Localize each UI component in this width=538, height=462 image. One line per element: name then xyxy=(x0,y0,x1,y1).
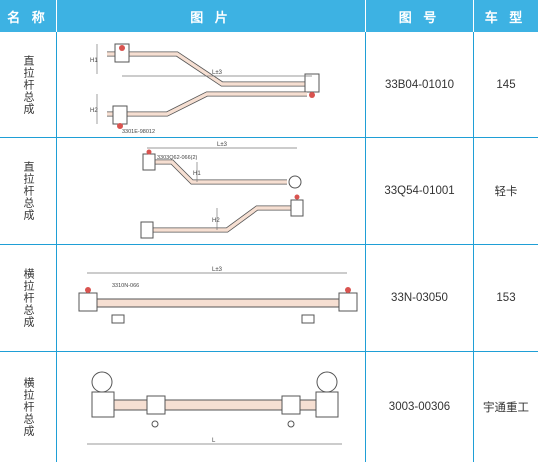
dim-h1: H1 xyxy=(90,58,98,64)
grease-nipple xyxy=(345,287,351,293)
ball-joint-left xyxy=(140,221,154,239)
ball-joint-right xyxy=(338,292,358,312)
row-drawing-cell: L xyxy=(57,352,365,462)
drag-link-drawing: H1 L±3 H2 3301E-98012 xyxy=(90,43,320,135)
ball-joint-left xyxy=(114,43,130,63)
table-row: 横拉杆总成 L 3003-00306 宇通重工 xyxy=(0,352,538,462)
dim-h2: H2 xyxy=(212,218,220,224)
row-model: 轻卡 xyxy=(494,186,518,198)
callout-part: 3303Q62-066(2) xyxy=(157,155,198,161)
clamp xyxy=(146,395,166,415)
header-divider xyxy=(365,0,366,32)
table-row: 直拉杆总成 L±3 3303Q62-066(2) H1 xyxy=(0,138,538,245)
housing-left xyxy=(91,391,115,418)
row-name: 直拉杆总成 xyxy=(22,54,34,115)
grid-line xyxy=(365,32,366,462)
dim-h1: H1 xyxy=(193,171,201,177)
callout-part: 3310N-066 xyxy=(112,283,139,289)
row-drawing-cell: L±3 3310N-066 xyxy=(57,245,365,351)
row-model: 宇通重工 xyxy=(483,402,529,414)
drag-link-drawing: L±3 3303Q62-066(2) H1 H2 xyxy=(140,142,304,239)
ball-joint-left xyxy=(112,105,128,125)
clamp xyxy=(301,314,315,324)
dim-length: L xyxy=(212,438,216,444)
grid-line xyxy=(473,32,474,462)
table-row: 直拉杆总成 H1 L±3 H2 xyxy=(0,32,538,138)
dim-length: L±3 xyxy=(212,70,223,76)
dim-length: L±3 xyxy=(212,267,223,273)
clamp xyxy=(111,314,125,324)
tie-rod-drawing: L xyxy=(87,371,342,445)
row-part-no: 33N-03050 xyxy=(391,292,448,304)
row-name-cell: 直拉杆总成 xyxy=(0,138,56,244)
ball-joint-right xyxy=(290,199,304,217)
header-image: 图 片 xyxy=(190,9,232,25)
row-name-cell: 横拉杆总成 xyxy=(0,352,56,462)
row-part-no: 3003-00306 xyxy=(388,401,451,413)
grease-nipple xyxy=(117,123,123,129)
row-part-no: 33Q54-01001 xyxy=(384,185,455,197)
row-name-cell: 直拉杆总成 xyxy=(0,32,56,137)
ball-joint-right xyxy=(288,175,302,189)
header-divider xyxy=(473,0,474,32)
grease-nipple xyxy=(294,194,300,200)
ball-joint-right xyxy=(316,371,338,393)
ball-joint-left xyxy=(142,153,156,171)
callout-part: 3301E-98012 xyxy=(122,129,155,135)
row-drawing-cell: H1 L±3 H2 3301E-98012 xyxy=(57,32,365,137)
row-name: 直拉杆总成 xyxy=(22,161,34,221)
clamp xyxy=(281,395,301,415)
header-divider xyxy=(56,0,57,32)
rod-body xyxy=(91,298,343,308)
grid-line xyxy=(56,32,57,462)
row-drawing-cell: L±3 3303Q62-066(2) H1 H2 xyxy=(57,138,365,244)
table-row: 横拉杆总成 L±3 3310N-066 33N-03050 153 xyxy=(0,245,538,352)
rod-fill xyxy=(107,52,307,86)
grease-nipple xyxy=(146,149,152,155)
ball-joint-left xyxy=(78,292,98,312)
row-model: 145 xyxy=(496,78,516,91)
ball-joint-right xyxy=(304,73,320,93)
row-name: 横拉杆总成 xyxy=(22,377,34,437)
header-name: 名 称 xyxy=(7,9,49,25)
header-part-no: 图 号 xyxy=(398,9,441,25)
housing-right xyxy=(315,391,339,418)
dim-length: L±3 xyxy=(217,142,228,148)
ball-joint-left xyxy=(91,371,113,393)
tie-rod-drawing: L±3 3310N-066 xyxy=(78,267,358,324)
row-name-cell: 横拉杆总成 xyxy=(0,245,56,351)
row-name: 横拉杆总成 xyxy=(22,268,34,328)
grease-nipple xyxy=(85,287,91,293)
row-model: 153 xyxy=(496,292,516,304)
row-part-no: 33B04-01010 xyxy=(384,78,455,91)
rod-outline xyxy=(107,51,307,87)
dim-h2: H2 xyxy=(90,108,98,114)
table-header: 名 称 图 片 图 号 车 型 xyxy=(0,0,538,32)
header-model: 车 型 xyxy=(484,9,527,25)
grease-nipple xyxy=(119,45,125,51)
grease-nipple xyxy=(309,92,315,98)
